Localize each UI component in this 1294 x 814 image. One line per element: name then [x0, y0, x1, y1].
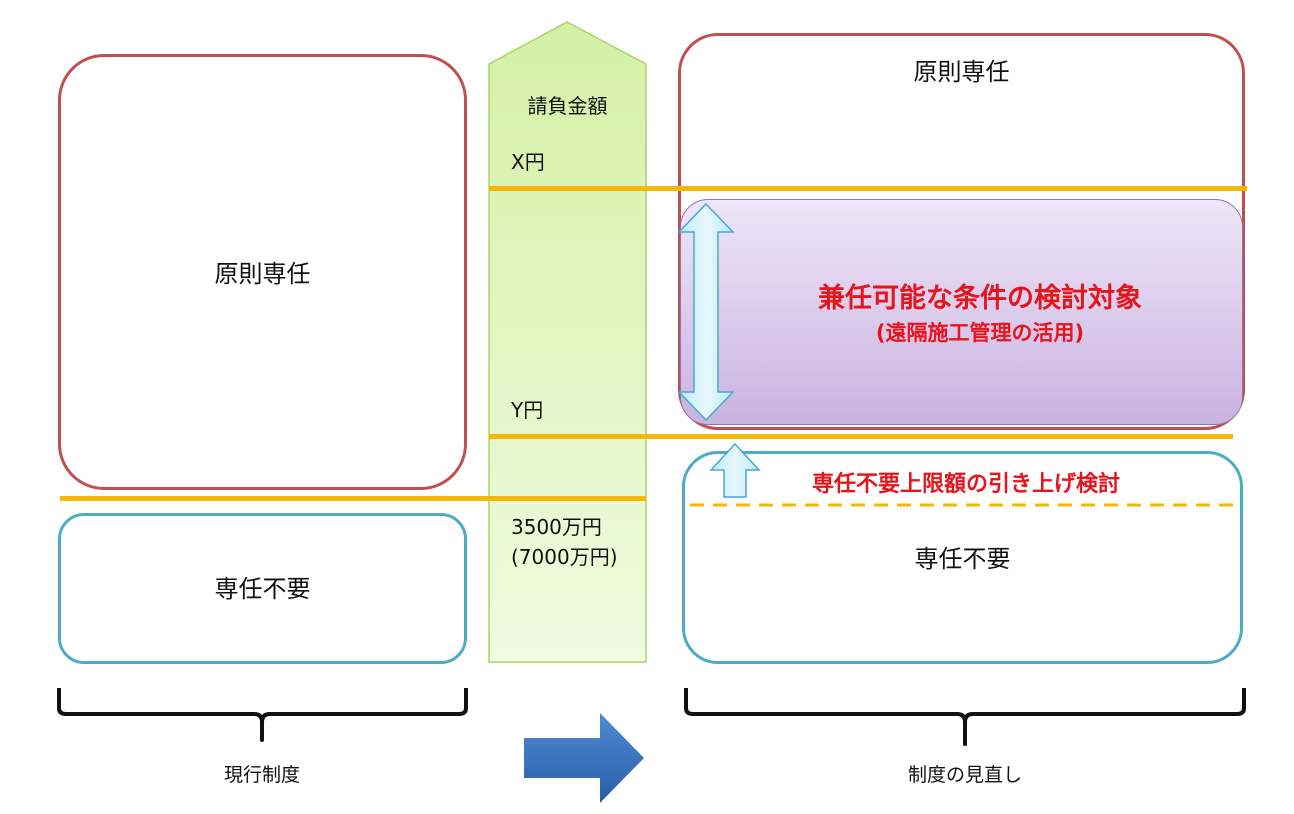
raise-limit-label: 専任不要上限額の引き上げ検討: [812, 472, 1121, 497]
revised-caption: 制度の見直し: [907, 764, 1022, 786]
kennin-box: [680, 199, 1243, 425]
current-senin-box: [58, 54, 467, 490]
axis-y-label: Y円: [511, 398, 544, 422]
axis-x-label: X円: [511, 150, 545, 174]
axis-base-label-line2: (7000万円): [511, 545, 618, 569]
threshold-line-base: [60, 496, 646, 501]
current-fuyou-box: [58, 513, 467, 664]
threshold-line-y: [489, 434, 1233, 439]
kennin-title: 兼任可能な条件の検討対象: [818, 283, 1142, 314]
revised-fuyou-box: [682, 451, 1243, 664]
kennin-subtitle: (遠隔施工管理の活用): [875, 321, 1085, 345]
axis-title: 請負金額: [527, 94, 608, 118]
axis-base-label-line1: 3500万円: [511, 515, 602, 539]
current-caption: 現行制度: [223, 764, 300, 786]
current-fuyou-label: 専任不要: [214, 575, 311, 603]
current-senin-label: 原則専任: [214, 260, 311, 288]
threshold-line-x: [489, 186, 1247, 191]
revised-fuyou-label: 専任不要: [914, 545, 1011, 573]
revised-senin-label: 原則専任: [913, 58, 1010, 86]
